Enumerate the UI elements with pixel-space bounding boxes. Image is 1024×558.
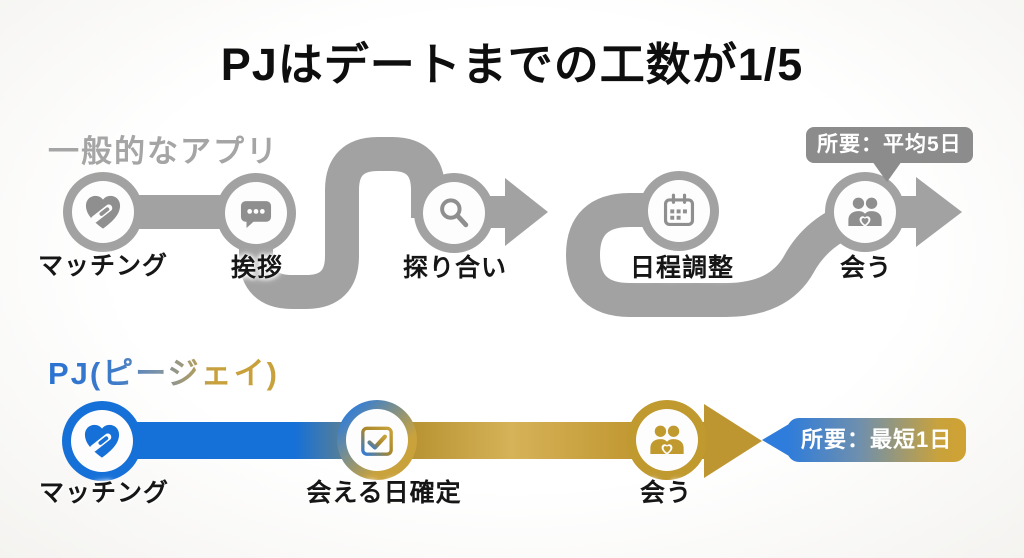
step-circle-inner	[834, 181, 896, 243]
step-circle-meet-pj	[627, 400, 707, 480]
calendar-check-icon	[361, 421, 393, 456]
step-label: 会う	[839, 254, 893, 282]
step-circle-inner	[346, 409, 408, 471]
pj-flow-heading: PJ(ピージェイ)	[48, 348, 279, 393]
step-circle-inner	[225, 182, 287, 244]
step-label: 探り合い	[402, 254, 508, 282]
step-label: マッチング	[37, 252, 169, 280]
gray-arrow-icon	[470, 178, 548, 246]
step-label: 会える日確定	[306, 479, 462, 507]
step-circle-greeting	[216, 173, 296, 253]
gray-arrow-icon	[893, 177, 962, 247]
step-circle-inner	[71, 410, 133, 472]
step-label: 会う	[639, 479, 693, 507]
chat-bubble-icon	[240, 201, 272, 229]
step-label: 挨拶	[230, 254, 284, 282]
duration-badge-pj: 所要：最短1日	[787, 418, 967, 462]
page-title: PJはデートまでの工数が1/5	[220, 39, 804, 90]
step-circle-matching-pj	[62, 401, 142, 481]
step-circle-probing	[414, 173, 494, 253]
pj-arrowhead-icon	[704, 404, 762, 478]
step-label: 日程調整	[629, 254, 735, 282]
generic-flow-heading: 一般的なアプリ	[48, 134, 279, 169]
badge-tail	[762, 424, 789, 456]
calendar-icon	[663, 193, 695, 227]
people-heart-icon	[650, 425, 684, 455]
step-circle-inner	[636, 409, 698, 471]
handshake-heart-icon	[85, 195, 121, 229]
step-circle-inner	[72, 181, 134, 243]
step-label: マッチング	[38, 479, 170, 507]
handshake-heart-icon	[84, 424, 120, 458]
people-heart-icon	[848, 197, 882, 227]
step-circle-inner	[648, 180, 710, 242]
badge-tail	[872, 161, 902, 182]
step-circle-matching	[63, 172, 143, 252]
step-circle-scheduling	[639, 171, 719, 251]
step-circle-date-confirmed	[337, 400, 417, 480]
step-circle-inner	[423, 182, 485, 244]
duration-badge-generic: 所要：平均5日	[806, 127, 973, 163]
magnifier-icon	[440, 198, 469, 228]
step-circle-meet	[825, 172, 905, 252]
